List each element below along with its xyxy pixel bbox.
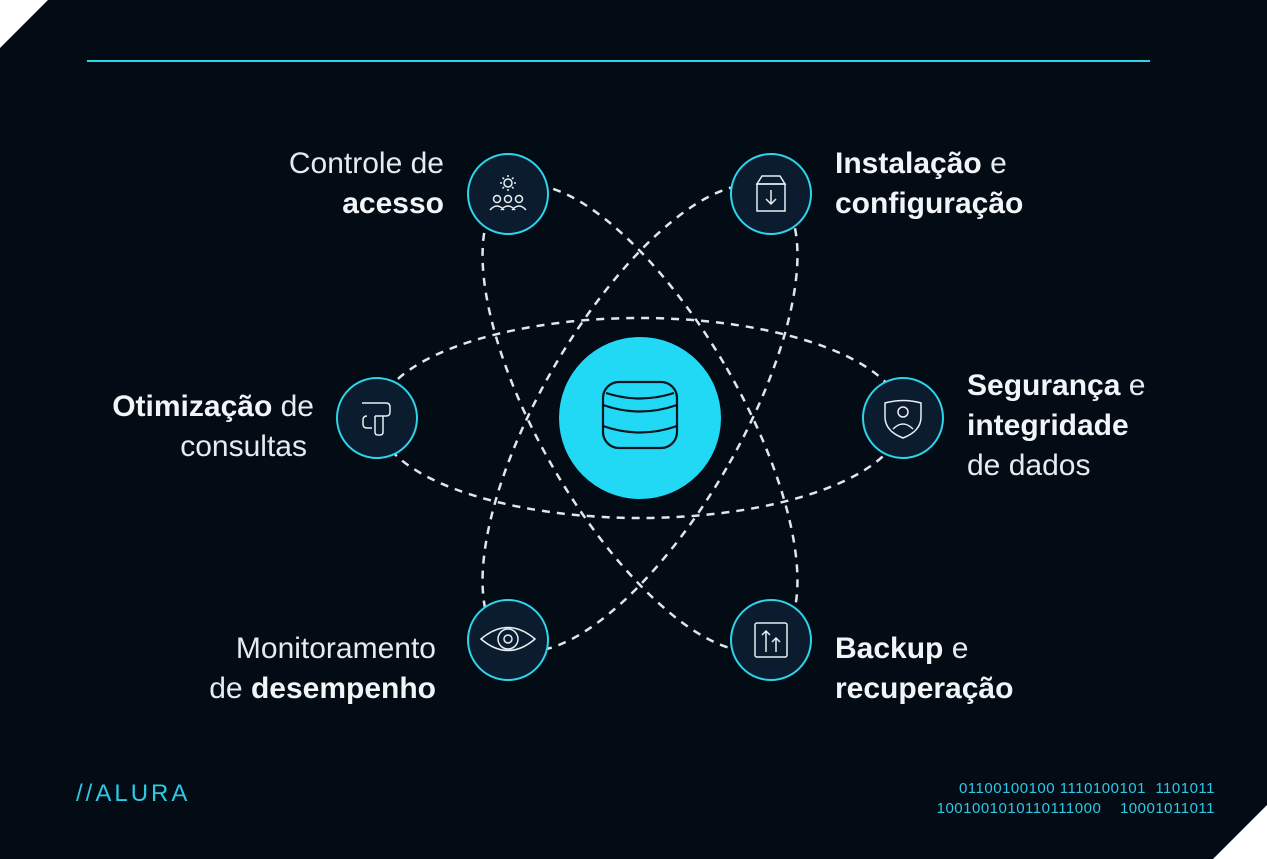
node-backup bbox=[730, 599, 812, 681]
node-installation bbox=[730, 153, 812, 235]
team-gear-icon bbox=[489, 175, 527, 211]
label-bold-text: Instalação bbox=[835, 147, 982, 180]
label-bold-text: configuração bbox=[835, 187, 1024, 220]
label-line: e bbox=[981, 147, 1007, 180]
node-security bbox=[862, 377, 944, 459]
binary-decoration: 01100100100 1110100101 1101011 1001001010… bbox=[937, 779, 1215, 819]
binary-line: 1001001010110111000 10001011011 bbox=[936, 800, 1215, 817]
label-bold-text: Backup bbox=[835, 632, 944, 665]
label-line: Monitoramento bbox=[235, 632, 436, 665]
label-access-control: Controle de acesso bbox=[289, 144, 444, 224]
label-bold-text: acesso bbox=[342, 187, 444, 220]
node-monitoring bbox=[467, 599, 549, 681]
label-line: consultas bbox=[180, 430, 307, 463]
label-line: e bbox=[1120, 369, 1146, 402]
binary-line: 01100100100 1110100101 1101011 bbox=[958, 780, 1215, 797]
node-optimization bbox=[336, 377, 418, 459]
label-bold-text: desempenho bbox=[250, 672, 436, 705]
label-bold-text: integridade bbox=[967, 409, 1129, 442]
shield-user-icon bbox=[884, 399, 922, 439]
label-line: Controle de bbox=[288, 147, 444, 180]
top-divider bbox=[87, 60, 1150, 62]
label-backup: Backup e recuperação bbox=[835, 629, 1013, 709]
label-bold-text: recuperação bbox=[835, 672, 1014, 705]
label-security: Segurança e integridade de dados bbox=[967, 366, 1145, 486]
eye-icon bbox=[479, 626, 537, 652]
label-line: de dados bbox=[967, 449, 1091, 482]
orbit-tilted-right bbox=[481, 183, 799, 653]
label-bold-text: Segurança bbox=[967, 369, 1121, 402]
box-download-icon bbox=[755, 175, 787, 212]
center-circle bbox=[559, 337, 721, 499]
label-line: de bbox=[209, 672, 251, 705]
node-access-control bbox=[467, 153, 549, 235]
orbit-tilted-left bbox=[481, 183, 799, 653]
label-optimization: Otimização de consultas bbox=[112, 387, 314, 467]
alura-logo: //ALURA bbox=[76, 780, 191, 807]
query-arrows-icon bbox=[362, 402, 391, 436]
label-line: de bbox=[272, 390, 314, 423]
upload-box-icon bbox=[754, 622, 788, 658]
label-line: e bbox=[943, 632, 969, 665]
center-node bbox=[559, 337, 721, 499]
label-installation: Instalação e configuração bbox=[835, 144, 1023, 224]
label-bold-text: Otimização bbox=[112, 390, 273, 423]
database-icon bbox=[601, 380, 679, 450]
label-monitoring: Monitoramento de desempenho bbox=[209, 629, 436, 709]
